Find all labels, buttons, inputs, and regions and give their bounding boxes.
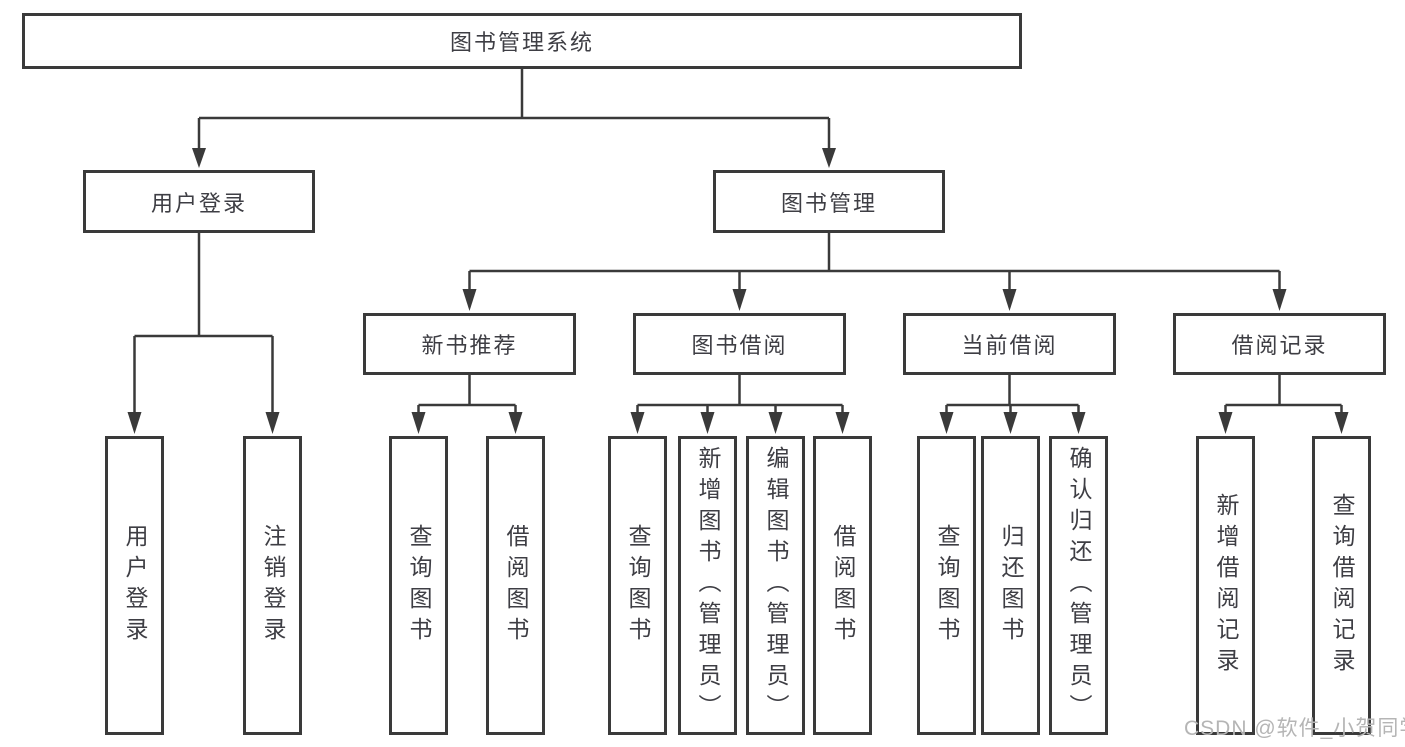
node-label: 确认归还（管理员）: [1066, 446, 1092, 725]
leaf-add-books-admin: 新增图书（管理员）: [678, 436, 737, 735]
node-book-borrowing: 图书借阅: [633, 313, 846, 375]
node-label: 图书借阅: [691, 333, 788, 358]
csdn-watermark: CSDN @软件_小贺同学: [1184, 717, 1405, 740]
leaf-edit-books-admin: 编辑图书（管理员）: [746, 436, 805, 735]
leaf-user-login: 用户登录: [105, 436, 164, 735]
connector-current-borrowing-children: [939, 375, 1086, 434]
connector-borrowing-records-children: [1218, 375, 1349, 434]
leaf-query-books-borrow: 查询图书: [608, 436, 667, 735]
node-label: 图书管理: [780, 190, 877, 216]
node-label: 图书管理系统: [449, 30, 594, 55]
connector-book-management-to-level3: [462, 233, 1287, 311]
node-label: 用户登录: [150, 190, 247, 216]
node-label: 编辑图书（管理员）: [763, 446, 789, 725]
node-label: 查询借阅记录: [1329, 492, 1355, 679]
node-library-management-system: 图书管理系统: [22, 13, 1022, 69]
node-label: 注销登录: [260, 523, 286, 648]
leaf-add-borrow-record: 新增借阅记录: [1196, 436, 1255, 735]
node-label: 新书推荐: [421, 333, 518, 358]
node-label: 借阅图书: [830, 523, 856, 648]
connector-book-borrowing-children: [630, 375, 850, 434]
node-label: 新增借阅记录: [1213, 492, 1239, 679]
node-label: 新增图书（管理员）: [695, 446, 721, 725]
leaf-query-borrow-record: 查询借阅记录: [1312, 436, 1371, 735]
leaf-logout: 注销登录: [243, 436, 302, 735]
connector-new-book-recommendation-children: [411, 375, 523, 434]
leaf-return-books: 归还图书: [981, 436, 1040, 735]
node-label: 当前借阅: [961, 333, 1058, 358]
leaf-borrow-books-recommend: 借阅图书: [486, 436, 545, 735]
leaf-query-books-recommend: 查询图书: [389, 436, 448, 735]
node-label: 查询图书: [406, 523, 432, 648]
leaf-borrow-books: 借阅图书: [813, 436, 872, 735]
node-label: 借阅图书: [503, 523, 529, 648]
node-book-management: 图书管理: [713, 170, 945, 233]
node-new-book-recommendation: 新书推荐: [363, 313, 576, 375]
connector-root-to-level2: [192, 69, 836, 168]
node-user-login: 用户登录: [83, 170, 315, 233]
leaf-query-books-current: 查询图书: [917, 436, 976, 735]
connector-user-login-children: [127, 233, 280, 434]
leaf-confirm-return-admin: 确认归还（管理员）: [1049, 436, 1108, 735]
node-label: 归还图书: [998, 523, 1024, 648]
node-borrowing-records: 借阅记录: [1173, 313, 1386, 375]
node-label: 用户登录: [122, 523, 148, 648]
node-label: 借阅记录: [1231, 333, 1328, 358]
node-label: 查询图书: [934, 523, 960, 648]
node-current-borrowing: 当前借阅: [903, 313, 1116, 375]
node-label: 查询图书: [625, 523, 651, 648]
